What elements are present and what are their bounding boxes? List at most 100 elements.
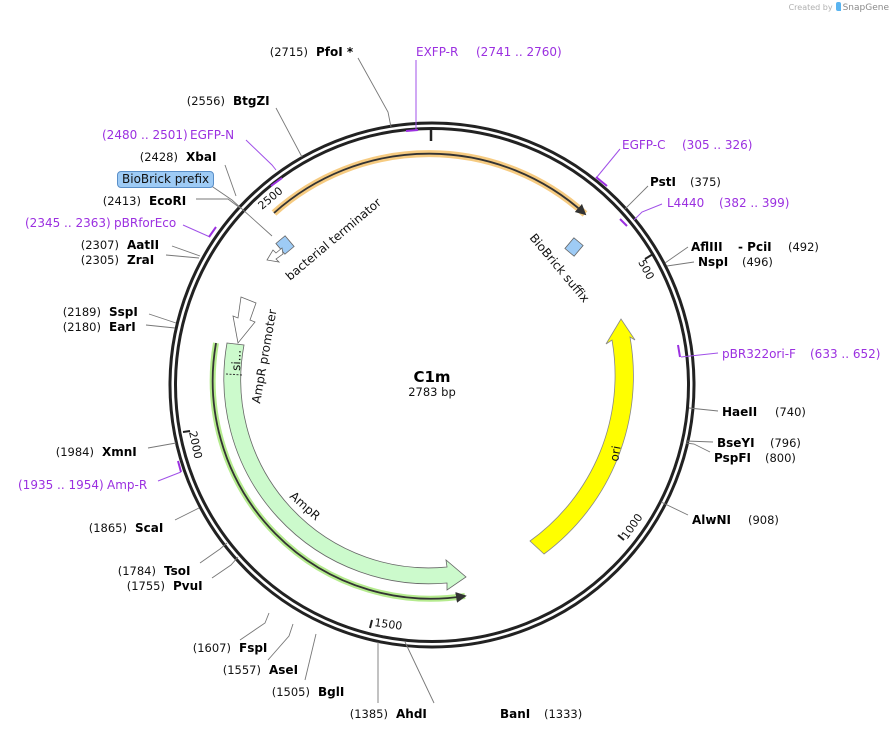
primer-range: (2741 .. 2760): [476, 45, 562, 59]
tick-1500: 1500: [374, 616, 404, 633]
primer-name: Amp-R: [107, 478, 147, 492]
primer-egfp-c[interactable]: EGFP-C (305 .. 326): [595, 138, 752, 187]
primer-name: L4440: [667, 196, 704, 210]
signal-label: si...: [229, 350, 244, 372]
enzyme-position: (1557): [223, 663, 261, 677]
enzyme-position: (496): [742, 255, 773, 269]
enzyme-eari[interactable]: (2180) EarI: [63, 320, 176, 334]
enzyme-xbai[interactable]: (2428) XbaI: [140, 150, 237, 197]
enzyme-alwni[interactable]: AlwNI (908): [660, 501, 779, 527]
ori-feature[interactable]: ori: [529, 318, 636, 555]
tick-1000: 1000: [619, 511, 646, 541]
enzyme-position: (796): [770, 436, 801, 450]
enzyme-position: (1385): [350, 707, 388, 721]
enzyme-name: XmnI: [102, 445, 137, 459]
enzyme-pvui[interactable]: (1755) PvuI: [127, 556, 239, 593]
enzyme-position: (1755): [127, 579, 165, 593]
primer-l4440[interactable]: L4440 (382 .. 399): [619, 196, 789, 227]
enzyme-position: (1984): [56, 445, 94, 459]
enzyme-btgzi[interactable]: (2556) BtgZI: [187, 94, 303, 158]
tick-2000: 2000: [186, 430, 205, 460]
ori-label: ori: [607, 445, 623, 463]
enzyme-position: (2715): [270, 45, 308, 59]
enzyme-psti[interactable]: PstI (375): [624, 175, 721, 210]
enzyme-name: BanI: [500, 707, 530, 721]
credit-brand: SnapGene: [842, 3, 889, 13]
enzyme-sspi[interactable]: (2189) SspI: [63, 305, 177, 324]
biobrick-suffix-feature[interactable]: BioBrick suffix: [527, 231, 593, 305]
primer-range: (2480 .. 2501): [102, 128, 188, 142]
biobrick-prefix-label[interactable]: BioBrick prefix: [117, 171, 215, 188]
enzyme-name: - PciI: [738, 240, 772, 254]
enzyme-tsoi[interactable]: (1784) TsoI: [118, 542, 228, 578]
enzyme-name: NspI: [698, 255, 728, 269]
enzyme-scai[interactable]: (1865) ScaI: [89, 507, 200, 535]
enzyme-zrai[interactable]: (2305) ZraI: [81, 253, 200, 267]
enzyme-name: BseYI: [717, 436, 755, 450]
enzyme-xmni[interactable]: (1984) XmnI: [56, 442, 177, 459]
enzyme-nspi[interactable]: NspI (496): [666, 255, 773, 269]
enzyme-pfoi[interactable]: (2715) PfoI *: [270, 45, 392, 128]
enzyme-name: HaeII: [722, 405, 757, 419]
enzyme-name: AflIII: [691, 240, 723, 254]
snapgene-credit: Created by SnapGene: [789, 2, 889, 13]
plasmid-name: C1m: [413, 368, 450, 386]
bacterial-terminator-label: bacterial terminator: [283, 195, 384, 283]
primer-pbr322ori-f[interactable]: pBR322ori-F (633 .. 652): [677, 344, 880, 361]
primer-name: EGFP-C: [622, 138, 665, 152]
enzyme-name: AhdI: [396, 707, 427, 721]
enzyme-position: (2305): [81, 253, 119, 267]
biobrick-prefix-leader: [209, 184, 273, 237]
enzyme-position: (375): [690, 175, 721, 189]
enzyme-position: (1333): [544, 707, 582, 721]
ampr-strand-line: [209, 342, 467, 603]
credit-prefix: Created by: [788, 3, 833, 12]
enzyme-asei[interactable]: (1557) AseI: [223, 623, 298, 677]
enzyme-fspi[interactable]: (1607) FspI: [193, 612, 270, 655]
enzyme-name: BtgZI: [233, 94, 270, 108]
enzyme-afliii-pcii[interactable]: AflIII - PciI (492): [664, 240, 819, 264]
primer-amp-r[interactable]: (1935 .. 1954) Amp-R: [18, 460, 182, 492]
enzyme-pspfi[interactable]: PspFI (800): [685, 442, 796, 465]
top-orange-feature: [271, 150, 588, 217]
primer-range: (305 .. 326): [682, 138, 752, 152]
enzyme-name: ScaI: [135, 521, 163, 535]
enzyme-position: (740): [775, 405, 806, 419]
enzyme-position: (2180): [63, 320, 101, 334]
enzyme-name: AatII: [127, 238, 159, 252]
plasmid-length: 2783 bp: [408, 385, 456, 399]
enzyme-haeii[interactable]: HaeII (740): [688, 405, 806, 419]
enzyme-position: (2556): [187, 94, 225, 108]
enzyme-bani[interactable]: BanI (1333): [404, 641, 582, 721]
enzyme-position: (1505): [272, 685, 310, 699]
enzyme-position: (492): [788, 240, 819, 254]
enzyme-position: (2413): [103, 194, 141, 208]
enzyme-bgli[interactable]: (1505) BglI: [272, 633, 345, 699]
enzyme-name: PvuI: [173, 579, 203, 593]
enzyme-name: AseI: [269, 663, 298, 677]
enzyme-name: SspI: [109, 305, 138, 319]
primer-name: EXFP-R: [416, 45, 458, 59]
primer-name: pBR322ori-F: [722, 347, 796, 361]
enzyme-name: PfoI *: [316, 45, 354, 59]
enzyme-name: AlwNI: [692, 513, 731, 527]
enzyme-bseyi[interactable]: BseYI (796): [685, 436, 801, 450]
enzyme-name: EarI: [109, 320, 136, 334]
primer-pbrforeco[interactable]: (2345 .. 2363) pBRforEco: [25, 216, 217, 238]
enzyme-position: (800): [765, 451, 796, 465]
enzyme-ahdi[interactable]: (1385) AhdI: [350, 642, 427, 721]
primer-egfp-n[interactable]: (2480 .. 2501) EGFP-N: [102, 128, 283, 187]
enzyme-ecori[interactable]: (2413) EcoRI: [103, 194, 241, 209]
enzyme-aatii[interactable]: (2307) AatII: [81, 238, 201, 257]
enzyme-position: (2428): [140, 150, 178, 164]
primer-exfp-r[interactable]: EXFP-R (2741 .. 2760): [405, 45, 562, 132]
enzyme-name: XbaI: [186, 150, 216, 164]
enzyme-name: ZraI: [127, 253, 154, 267]
enzyme-name: FspI: [239, 641, 267, 655]
primer-range: (1935 .. 1954): [18, 478, 104, 492]
primer-range: (2345 .. 2363): [25, 216, 111, 230]
enzyme-position: (1784): [118, 564, 156, 578]
enzyme-position: (1865): [89, 521, 127, 535]
enzyme-name: EcoRI: [149, 194, 186, 208]
